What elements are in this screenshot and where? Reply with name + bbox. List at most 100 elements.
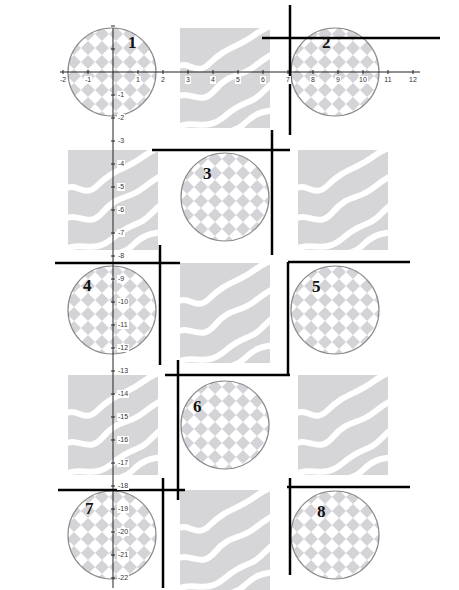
tick-mark [111, 164, 115, 165]
axis-tick-label: -6 [117, 206, 125, 214]
tick-mark [111, 486, 115, 487]
axis-tick-label: -2 [59, 76, 67, 84]
circle-number: 4 [83, 277, 92, 295]
tick-mark [111, 118, 115, 119]
axis-tick-label: 12 [408, 76, 418, 84]
numbered-circle: 6 [180, 380, 270, 470]
numbered-circle: 8 [290, 490, 380, 580]
marker-line [177, 360, 180, 500]
checkered-circle [180, 380, 270, 470]
tick-mark [111, 233, 115, 234]
axis-tick-label: 8 [310, 76, 316, 84]
axis-tick-label: 11 [383, 76, 392, 84]
axis-tick-label: 7 [285, 76, 291, 84]
circle-number: 7 [85, 500, 94, 518]
checkered-circle [67, 490, 157, 580]
tick-mark [111, 210, 115, 211]
circle-number: 1 [128, 34, 137, 52]
numbered-circle: 7 [67, 490, 157, 580]
marker-line [159, 245, 162, 365]
axis-tick-label: -8 [117, 252, 125, 260]
axis-tick-label: 9 [335, 76, 341, 84]
axis-tick-label: -20 [117, 528, 129, 536]
tick-mark [111, 394, 115, 395]
marker-line [165, 374, 290, 377]
tick-mark [111, 187, 115, 188]
tick-mark [111, 371, 115, 372]
axis-tick-label: -21 [117, 551, 129, 559]
axis-tick-label: 2 [160, 76, 166, 84]
marker-line [289, 478, 292, 575]
marker-line [289, 5, 292, 135]
axis-tick-label: -2 [117, 114, 125, 122]
circle-number: 6 [193, 398, 202, 416]
axis-tick-label: 10 [358, 76, 368, 84]
tick-mark [111, 279, 115, 280]
tick-mark [338, 70, 339, 74]
axis-tick-label: 3 [185, 76, 191, 84]
axis-tick-label: -9 [117, 275, 125, 283]
tick-mark [111, 325, 115, 326]
tick-mark [111, 49, 115, 50]
marker-line [262, 37, 440, 40]
marker-line [271, 130, 274, 255]
axis-tick-label: -22 [117, 574, 129, 582]
tick-mark [363, 70, 364, 74]
checkered-circle [290, 265, 380, 355]
tick-mark [388, 70, 389, 74]
tick-mark [163, 70, 164, 74]
tick-mark [238, 70, 239, 74]
tick-mark [313, 70, 314, 74]
tick-mark [111, 141, 115, 142]
tick-mark [111, 26, 115, 27]
axis-tick-label: -15 [117, 413, 129, 421]
x-axis [60, 72, 420, 73]
tick-mark [63, 70, 64, 74]
checkered-circle [180, 152, 270, 242]
numbered-circle: 5 [290, 265, 380, 355]
tick-mark [111, 348, 115, 349]
axis-tick-label: -1 [117, 91, 125, 99]
axis-tick-label: -7 [117, 229, 125, 237]
marker-line [287, 262, 290, 375]
tick-mark [111, 417, 115, 418]
marker-line [162, 478, 165, 588]
tick-mark [111, 256, 115, 257]
axis-tick-label: 1 [135, 76, 141, 84]
axis-tick-label: -19 [117, 505, 129, 513]
tick-mark [111, 440, 115, 441]
axis-tick-label: 6 [260, 76, 266, 84]
circle-number: 8 [317, 503, 326, 521]
axis-tick-label: -10 [117, 298, 129, 306]
marker-line [288, 261, 410, 264]
numbered-circle: 3 [180, 152, 270, 242]
tick-mark [111, 95, 115, 96]
marker-line [287, 486, 410, 489]
axis-tick-label: -16 [117, 436, 129, 444]
tick-mark [213, 70, 214, 74]
axis-tick-label: -3 [117, 137, 125, 145]
tick-mark [111, 555, 115, 556]
tick-mark [111, 463, 115, 464]
axis-tick-label: -4 [117, 160, 125, 168]
tick-mark [111, 578, 115, 579]
axis-tick-label: -1 [84, 76, 92, 84]
axis-tick-label: -18 [117, 482, 129, 490]
marker-line [152, 149, 290, 152]
axis-tick-label: -17 [117, 459, 129, 467]
axis-tick-label: -5 [117, 183, 125, 191]
tick-mark [188, 70, 189, 74]
checkered-circle [290, 490, 380, 580]
tick-mark [111, 532, 115, 533]
circle-number: 5 [312, 278, 321, 296]
tick-mark [138, 70, 139, 74]
tick-mark [111, 509, 115, 510]
tick-mark [263, 70, 264, 74]
y-axis [113, 28, 114, 588]
axis-tick-label: 4 [210, 76, 216, 84]
axis-tick-label: -13 [117, 367, 129, 375]
tick-mark [111, 302, 115, 303]
